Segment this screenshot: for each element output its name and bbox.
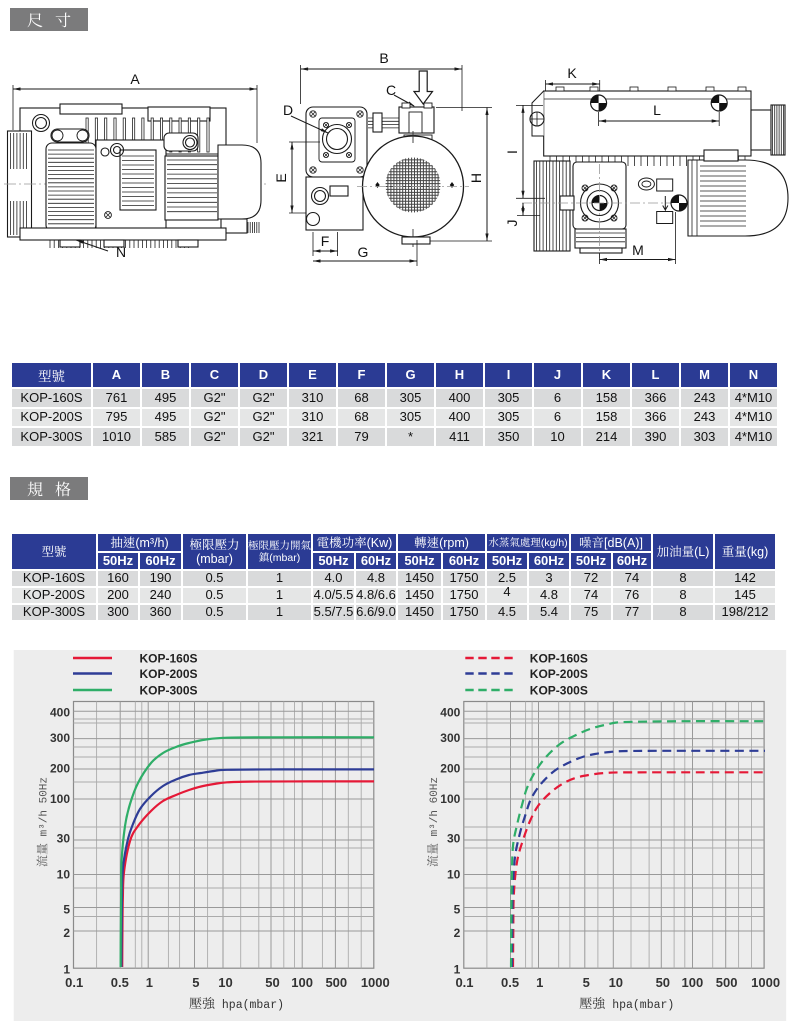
svg-text:D: D	[283, 102, 293, 118]
svg-text:50: 50	[265, 975, 279, 990]
svg-text:A: A	[130, 71, 140, 87]
svg-text:5: 5	[454, 903, 461, 917]
svg-text:100: 100	[682, 975, 704, 990]
svg-text:1: 1	[63, 963, 70, 977]
svg-text:30: 30	[57, 832, 71, 846]
svg-text:1: 1	[536, 975, 543, 990]
svg-text:流量 m³/h 50Hz: 流量 m³/h 50Hz	[34, 777, 51, 867]
svg-text:1: 1	[454, 963, 461, 977]
svg-text:50: 50	[656, 975, 670, 990]
svg-text:300: 300	[50, 731, 70, 745]
svg-text:400: 400	[440, 706, 460, 720]
svg-text:30: 30	[447, 832, 461, 846]
svg-text:E: E	[273, 173, 289, 182]
svg-text:0.5: 0.5	[501, 975, 519, 990]
svg-text:5: 5	[63, 903, 70, 917]
svg-text:0.1: 0.1	[65, 975, 83, 990]
svg-text:5: 5	[192, 975, 199, 990]
svg-text:100: 100	[291, 975, 313, 990]
svg-text:10: 10	[447, 868, 461, 882]
svg-text:K: K	[567, 65, 577, 81]
svg-text:L: L	[653, 102, 661, 118]
svg-text:KOP-160S: KOP-160S	[140, 652, 198, 666]
svg-text:KOP-200S: KOP-200S	[140, 667, 198, 681]
svg-text:C: C	[386, 82, 396, 98]
svg-text:2: 2	[454, 926, 461, 940]
svg-text:10: 10	[218, 975, 232, 990]
svg-text:500: 500	[325, 975, 347, 990]
svg-text:KOP-200S: KOP-200S	[530, 667, 588, 681]
svg-text:0.5: 0.5	[111, 975, 129, 990]
svg-text:300: 300	[440, 731, 460, 745]
svg-text:1000: 1000	[361, 975, 390, 990]
svg-text:200: 200	[50, 762, 70, 776]
svg-text:KOP-300S: KOP-300S	[140, 684, 198, 698]
svg-text:F: F	[321, 233, 330, 249]
svg-text:5: 5	[583, 975, 590, 990]
svg-text:N: N	[116, 244, 126, 260]
svg-text:KOP-300S: KOP-300S	[530, 684, 588, 698]
svg-text:J: J	[504, 220, 520, 227]
svg-text:400: 400	[50, 706, 70, 720]
svg-text:流量 m³/h 60Hz: 流量 m³/h 60Hz	[424, 777, 441, 867]
svg-text:100: 100	[440, 792, 460, 806]
svg-text:KOP-160S: KOP-160S	[530, 652, 588, 666]
svg-text:I: I	[504, 150, 520, 154]
svg-text:H: H	[468, 173, 484, 183]
svg-text:200: 200	[440, 762, 460, 776]
svg-text:10: 10	[609, 975, 623, 990]
svg-text:壓強 hpa(mbar): 壓強 hpa(mbar)	[189, 993, 284, 1012]
svg-text:B: B	[379, 50, 388, 66]
svg-text:100: 100	[50, 792, 70, 806]
svg-text:壓強 hpa(mbar): 壓強 hpa(mbar)	[579, 993, 674, 1012]
svg-text:0.1: 0.1	[455, 975, 473, 990]
svg-text:1000: 1000	[751, 975, 780, 990]
svg-text:500: 500	[716, 975, 738, 990]
svg-text:M: M	[632, 242, 644, 258]
svg-text:1: 1	[146, 975, 153, 990]
svg-text:10: 10	[57, 868, 71, 882]
svg-text:2: 2	[63, 926, 70, 940]
svg-text:G: G	[358, 244, 369, 260]
